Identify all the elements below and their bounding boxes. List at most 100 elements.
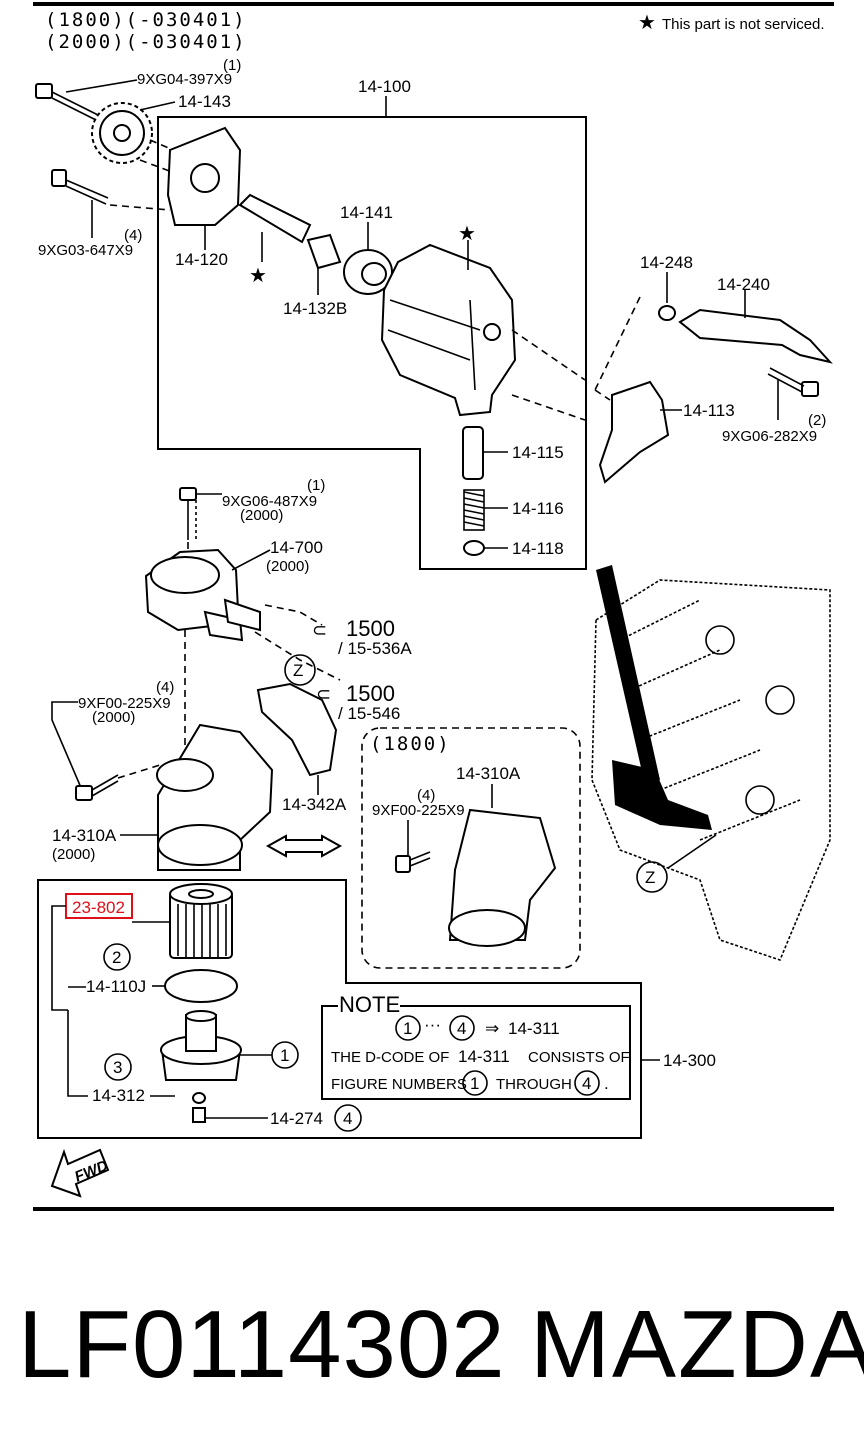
pump-bolt-hole [483, 323, 501, 341]
label-bolt-right: 9XG06-282X9 [722, 428, 817, 445]
dash-bolt-left [109, 204, 171, 211]
spring-outline [463, 489, 485, 531]
qty-bolt-cooler: (1) [307, 477, 325, 494]
bracket-23-802 [51, 905, 68, 1011]
label-14-342a: 14-342A [282, 795, 347, 814]
ref-1500-b: 1500 [346, 681, 395, 706]
ref-1500-b-sub: / 15-546 [338, 704, 400, 723]
note-target: 14-311 [508, 1019, 560, 1038]
drain-washer [192, 1092, 206, 1104]
dash-pump-right [511, 329, 586, 421]
variant-14-310a-2000: (2000) [52, 846, 95, 863]
inset-bolt [395, 851, 431, 873]
model-line-2: (2000)(-030401) [45, 31, 247, 53]
label-23-802: 23-802 [72, 898, 125, 917]
view-z-marker [284, 654, 316, 686]
engine-highlight-region [612, 760, 712, 830]
plate-bore [190, 163, 220, 193]
pump-shaft [238, 193, 312, 244]
label-bolt-cooler: 9XG06-487X9 [222, 493, 317, 510]
label-14-700: 14-700 [270, 538, 323, 557]
label-bolt-top: 9XG04-397X9 [137, 71, 232, 88]
star-icon: ★ [249, 265, 267, 287]
note-range-to: 4 [457, 1019, 466, 1038]
qty-bolt-housing: (4) [156, 679, 174, 696]
engine-block-illustration [591, 579, 831, 961]
label-bolt-housing: 9XF00-225X9 [78, 695, 171, 712]
circle-2 [103, 943, 131, 971]
circle-1 [271, 1041, 299, 1069]
qty-bolt-right: (2) [808, 412, 826, 429]
label-14-120: 14-120 [175, 250, 228, 269]
ref-1500-a: 1500 [346, 616, 395, 641]
dash-bolt-housing [117, 764, 161, 779]
leader-14-700 [231, 549, 271, 571]
note-arrow: ⇒ [485, 1019, 499, 1038]
cooler-pipe-2 [223, 598, 261, 632]
circle-2-label: 2 [112, 948, 121, 967]
note-line3-d: 4 [582, 1074, 591, 1093]
note-dots: ··· [424, 1015, 441, 1034]
inset-housing-bottom [448, 909, 526, 947]
note-line3-e: . [604, 1074, 609, 1093]
sprocket-14-143 [91, 102, 153, 164]
bolt-9xg04 [35, 83, 101, 122]
engine-view-z-label: Z [645, 868, 655, 887]
circle-4 [334, 1104, 362, 1132]
filter-element [169, 883, 233, 959]
inset-qty: (4) [417, 787, 435, 804]
note-title: NOTE [339, 992, 400, 1017]
plunger-14-115 [462, 426, 484, 480]
dash-sprocket [139, 139, 186, 176]
engine-view-z-marker [636, 861, 668, 893]
gasket-14-342a [256, 682, 338, 777]
leader-bolt-housing [51, 701, 83, 791]
bolt-9xf00-225 [75, 774, 119, 801]
leader-bolt-top [65, 79, 138, 93]
inset-part-label: 14-310A [456, 764, 521, 783]
circle-4-label: 4 [343, 1109, 352, 1128]
pump-body-ribs [387, 299, 481, 391]
housing-bottom [157, 824, 243, 866]
note-circle-from [395, 1015, 421, 1041]
note-circle-to [449, 1015, 475, 1041]
label-14-113: 14-113 [683, 401, 735, 420]
qty-bolt-left: (4) [124, 227, 142, 244]
label-14-310a-2000: 14-310A [52, 826, 117, 845]
outer-rotor-bore [361, 262, 387, 286]
oil-pump-box [157, 116, 587, 570]
strainer-14-240 [678, 308, 833, 364]
variant-bolt-cooler: (2000) [240, 507, 283, 524]
oil-cooler-top [150, 556, 220, 594]
gasket-14-113 [598, 380, 670, 484]
inset-variant: (1800) [370, 733, 451, 755]
note-box [321, 1005, 631, 1100]
label-14-300: 14-300 [663, 1051, 716, 1070]
bolt-9xg06-487 [179, 487, 197, 540]
note-line3-b: 1 [470, 1074, 479, 1093]
circle-3 [104, 1053, 132, 1081]
seal-14-248 [658, 305, 676, 321]
o-ring-14-110j [164, 969, 238, 1003]
oil-pump-body [380, 243, 517, 417]
label-bolt-left: 9XG03-647X9 [38, 242, 133, 259]
label-14-118: 14-118 [512, 539, 564, 558]
label-14-115: 14-115 [512, 443, 564, 462]
note-circle-b [462, 1070, 488, 1096]
dash-strainer [594, 296, 641, 401]
bolt-9xg06-282 [767, 367, 819, 397]
note-line3-a: FIGURE NUMBERS [331, 1076, 467, 1093]
model-line-1: (1800)(-030401) [45, 9, 247, 31]
label-14-312: 14-312 [92, 1086, 145, 1105]
note-line3-c: THROUGH [496, 1076, 572, 1093]
brand-name: MAZDA [530, 1291, 864, 1398]
bolt-9xg03 [51, 169, 109, 205]
label-14-110j: 14-110J [86, 977, 146, 996]
inset-bolt-label: 9XF00-225X9 [372, 802, 465, 819]
dash-hoses [254, 604, 341, 681]
circle-3-label: 3 [113, 1058, 122, 1077]
pointer-bar [596, 565, 660, 785]
hose-clamp-icon: ⊂ [312, 620, 327, 640]
star-icon: ★ [638, 12, 656, 34]
